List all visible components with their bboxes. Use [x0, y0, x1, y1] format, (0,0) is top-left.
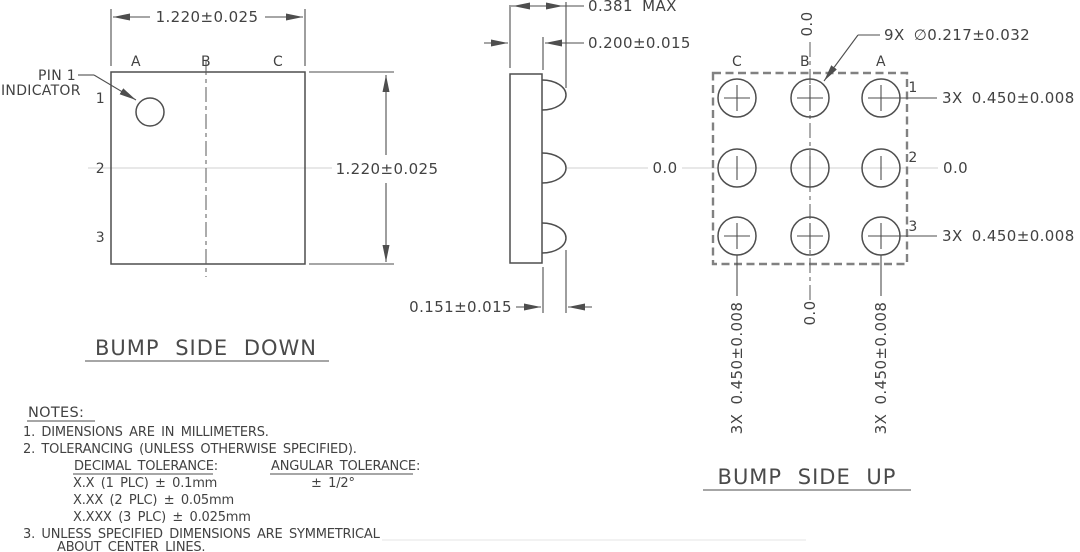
note-2: 2. TOLERANCING (UNLESS OTHERWISE SPECIFI… [23, 442, 357, 457]
row-label-3: 3 [96, 230, 105, 246]
package-height-label: 0.381 MAX [588, 0, 677, 15]
row-label-2: 2 [96, 161, 105, 177]
row-label-1: 1 [908, 80, 917, 96]
datum-right-label: 0.0 [943, 159, 968, 177]
note-1: 1. DIMENSIONS ARE IN MILLIMETERS. [23, 425, 269, 440]
bump-b3 [790, 216, 830, 256]
die-profile-outline [509, 73, 543, 264]
pin1-indicator-circle [135, 97, 165, 127]
die-thickness-label: 0.200±0.015 [588, 34, 691, 52]
colA-pitch-label: 3X 0.450±0.008 [872, 302, 890, 435]
column-label-a: A [131, 54, 141, 70]
height-dimension-label: 1.220±0.025 [336, 160, 439, 178]
leader-arrow [823, 34, 859, 82]
decimal-tolerance-row-3: X.XXX (3 PLC) ± 0.025mm [73, 510, 251, 525]
colC-pitch-label: 3X 0.450±0.008 [728, 302, 746, 435]
row1-pitch-label: 3X 0.450±0.008 [942, 89, 1075, 107]
column-label-c: C [273, 54, 283, 70]
column-label-a: A [876, 54, 886, 70]
decimal-tolerance-row-2: X.XX (2 PLC) ± 0.05mm [73, 493, 234, 508]
bump-side-down-title: BUMP SIDE DOWN [95, 336, 317, 360]
notes-section: NOTES: 1. DIMENSIONS ARE IN MILLIMETERS.… [23, 405, 420, 552]
row-label-2: 2 [908, 150, 917, 166]
angular-tolerance-header: ANGULAR TOLERANCE: [271, 459, 420, 474]
datum-bottom-label: 0.0 [801, 300, 819, 325]
side-profile-view: 0.381 MAX 0.200±0.015 0.151±0.015 [409, 0, 691, 316]
bump-c2 [717, 148, 757, 188]
row3-pitch-label: 3X 0.450±0.008 [942, 227, 1075, 245]
angular-tolerance-value: ± 1/2° [311, 476, 355, 491]
package-body-outline [110, 71, 306, 265]
bump-side-up-title: BUMP SIDE UP [718, 465, 897, 489]
datum-top-label: 0.0 [798, 11, 816, 36]
row-label-3: 3 [908, 219, 917, 235]
bump-height-label: 0.151±0.015 [409, 298, 512, 316]
bump-profile [541, 222, 567, 254]
bump-b2 [790, 148, 830, 188]
decimal-tolerance-row-1: X.X (1 PLC) ± 0.1mm [73, 476, 217, 491]
datum-left-label: 0.0 [652, 159, 677, 177]
pin1-label-line2: INDICATOR [1, 83, 81, 99]
pin1-leader-arrow [93, 74, 137, 101]
bump-side-down-view: 1.220±0.025 1.220±0.025 PIN 1 INDICATOR … [1, 8, 439, 362]
bump-c1 [717, 78, 757, 118]
bump-b1 [790, 78, 830, 118]
bump-side-up-view: C B A 0.0 0.0 0.0 0.0 9X ∅0.217±0.032 1 … [567, 11, 1075, 491]
bump-a2 [861, 148, 901, 188]
bump-profile [541, 152, 567, 184]
ball-diameter-label: 9X ∅0.217±0.032 [884, 26, 1030, 44]
bump-profile [541, 79, 567, 111]
width-dimension-label: 1.220±0.025 [156, 8, 259, 26]
notes-heading: NOTES: [28, 405, 84, 421]
note-3-line-2: ABOUT CENTER LINES. [57, 540, 205, 552]
column-label-c: C [732, 54, 742, 70]
pin1-label-line1: PIN 1 [38, 68, 76, 84]
row-label-1: 1 [96, 91, 105, 107]
column-label-b: B [800, 54, 810, 70]
note-3-line-1: 3. UNLESS SPECIFIED DIMENSIONS ARE SYMME… [23, 527, 381, 542]
column-label-b: B [201, 54, 211, 70]
decimal-tolerance-header: DECIMAL TOLERANCE: [74, 459, 218, 474]
